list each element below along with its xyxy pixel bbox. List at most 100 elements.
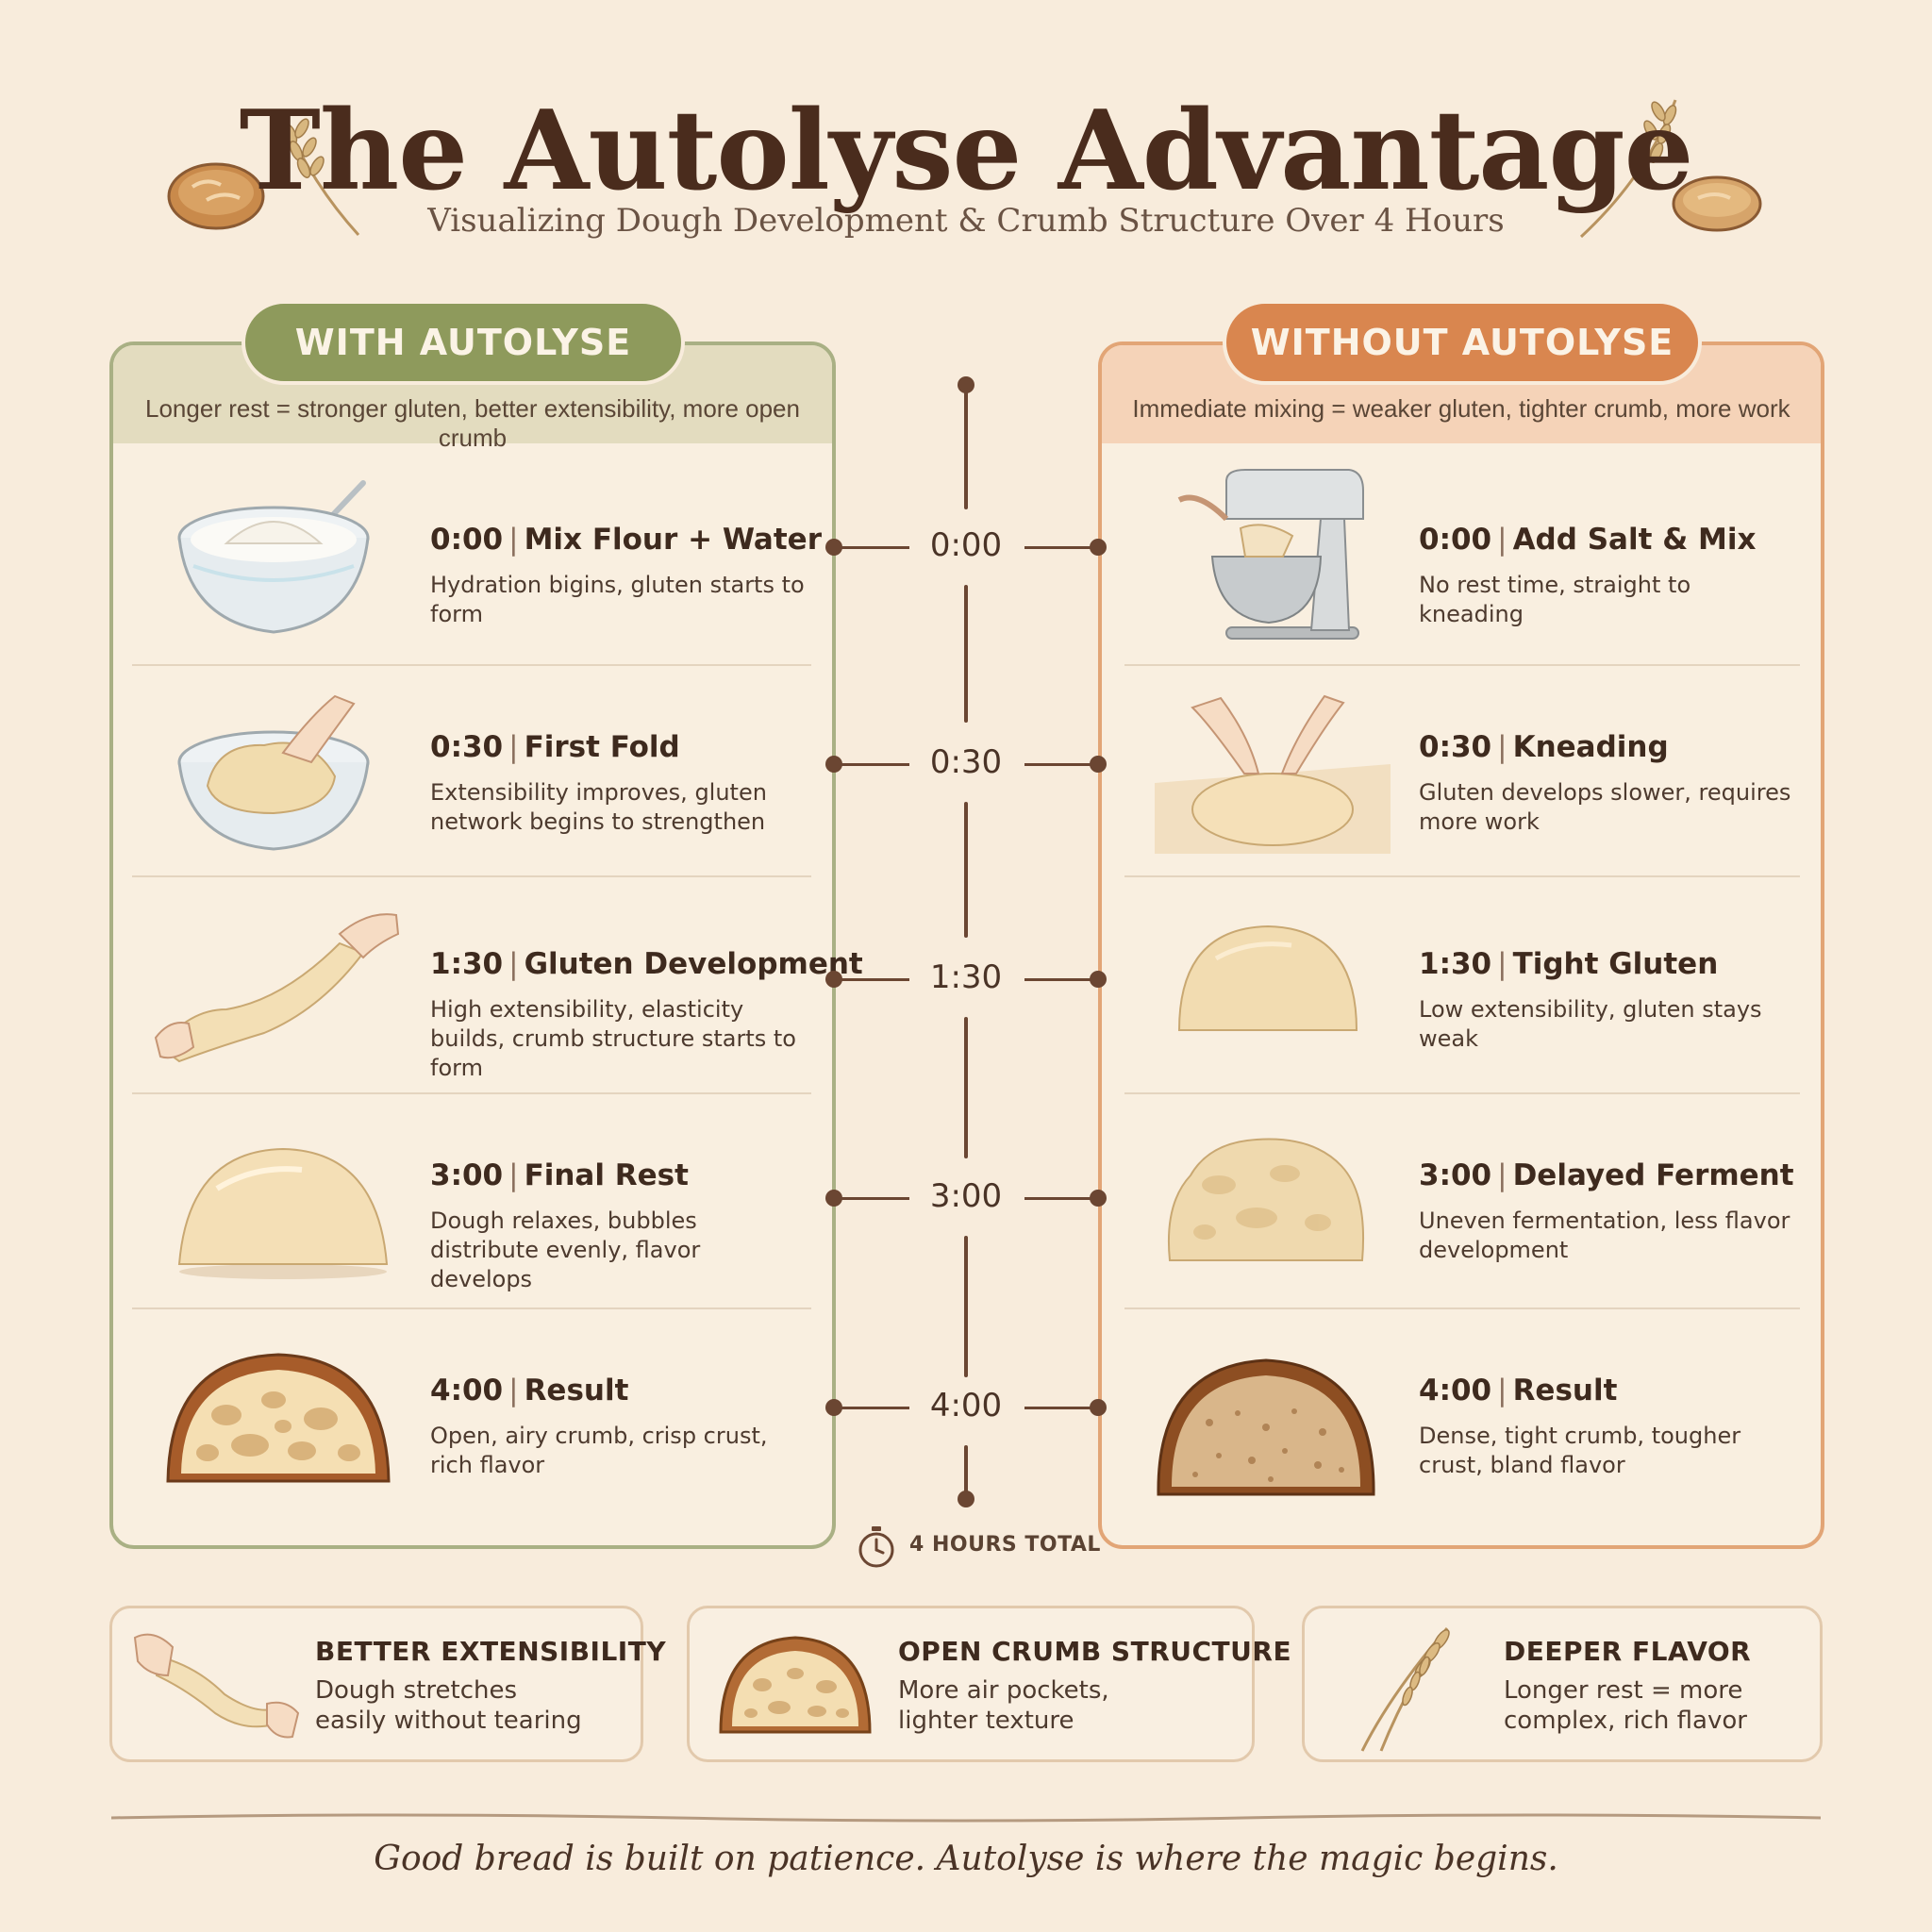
without-autolyse-tagline: Immediate mixing = weaker gluten, tighte…: [1132, 394, 1790, 423]
step-time: 0:30: [430, 730, 504, 764]
timeline-node-left: [825, 1190, 842, 1207]
wheat-icon: [1343, 1619, 1466, 1755]
dough-fold-icon: [170, 687, 377, 857]
row-divider: [132, 1307, 811, 1309]
without-step-desc: Gluten develops slower, requires more wo…: [1419, 779, 1791, 835]
row-divider: [1124, 875, 1800, 877]
timeline-node-left: [825, 539, 842, 556]
timeline-tick: 3:00: [929, 1177, 1003, 1215]
benefit-title: DEEPER FLAVOR: [1504, 1636, 1752, 1667]
without-step-desc: Dense, tight crumb, tougher crust, bland…: [1419, 1423, 1741, 1478]
timeline-segment: [964, 1236, 968, 1377]
with-step-desc: Hydration bigins, gluten starts to form: [430, 572, 805, 627]
benefit-title: OPEN CRUMB STRUCTURE: [898, 1636, 1292, 1667]
step-time: 0:00: [1419, 523, 1492, 557]
row-divider: [132, 875, 811, 877]
step-name: Result: [1512, 1374, 1618, 1407]
without-step-title: 1:30|Tight Gluten: [1419, 947, 1718, 981]
timeline-node-left: [825, 1399, 842, 1416]
benefit-desc: More air pockets, lighter texture: [898, 1676, 1109, 1735]
timeline-node-right: [1090, 971, 1107, 988]
with-step-title: 0:00|Mix Flour + Water: [430, 523, 822, 557]
step-time: 4:00: [1419, 1374, 1492, 1407]
page-subtitle: Visualizing Dough Development & Crumb St…: [427, 202, 1505, 240]
bread-loaf-icon: [1670, 168, 1764, 234]
lumpy-dough-icon: [1162, 1128, 1370, 1270]
step-separator: |: [1497, 1158, 1507, 1192]
step-name: Add Salt & Mix: [1512, 523, 1757, 557]
timeline-connector: [1024, 546, 1094, 549]
with-step-title: 0:30|First Fold: [430, 730, 680, 764]
step-separator: |: [508, 730, 519, 764]
with-step-title: 4:00|Result: [430, 1374, 628, 1407]
with-step-title: 1:30|Gluten Development: [430, 947, 863, 981]
with-step-desc: Open, airy crumb, crisp crust, rich flav…: [430, 1423, 768, 1478]
timeline-node-right: [1090, 1190, 1107, 1207]
step-name: Mix Flour + Water: [524, 523, 822, 557]
footer-quote: Good bread is built on patience. Autolys…: [374, 1840, 1558, 1878]
row-divider: [132, 664, 811, 666]
timeline-node-left: [825, 971, 842, 988]
step-name: Final Rest: [524, 1158, 689, 1192]
footer-divider: [111, 1808, 1821, 1827]
without-step-title: 0:00|Add Salt & Mix: [1419, 523, 1757, 557]
timeline-connector: [840, 1197, 909, 1200]
timeline-node-right: [1090, 756, 1107, 773]
benefit-title: BETTER EXTENSIBILITY: [315, 1636, 667, 1667]
with-autolyse-panel: Longer rest = stronger gluten, better ex…: [109, 341, 836, 1549]
with-step-desc: High extensibility, elasticity builds, c…: [430, 996, 796, 1081]
timeline-connector: [840, 1407, 909, 1409]
timeline-end-dot: [958, 376, 974, 393]
step-time: 3:00: [1419, 1158, 1492, 1192]
timeline-connector: [840, 546, 909, 549]
timeline-connector: [1024, 1407, 1094, 1409]
timeline-connector: [1024, 763, 1094, 766]
stopwatch-icon: [857, 1525, 896, 1569]
tight-dough-icon: [1174, 921, 1362, 1040]
total-time-label: 4 HOURS TOTAL: [909, 1533, 1101, 1557]
timeline-segment: [964, 387, 968, 509]
timeline-segment: [964, 1445, 968, 1498]
timeline-connector: [840, 978, 909, 981]
step-separator: |: [1497, 947, 1507, 981]
with-autolyse-label: WITH AUTOLYSE: [242, 300, 685, 385]
step-time: 1:30: [430, 947, 504, 981]
step-time: 1:30: [1419, 947, 1492, 981]
benefit-desc: Dough stretches easily without tearing: [315, 1676, 582, 1735]
timeline-connector: [840, 763, 909, 766]
without-autolyse-label: WITHOUT AUTOLYSE: [1223, 300, 1702, 385]
crumb-slice-icon: [715, 1628, 875, 1741]
step-time: 0:00: [430, 523, 504, 557]
bread-loaf-icon: [164, 151, 268, 232]
timeline-end-dot: [958, 1491, 974, 1507]
stand-mixer-icon: [1170, 462, 1377, 641]
stretch-hands-icon: [130, 1619, 300, 1747]
step-name: Delayed Ferment: [1512, 1158, 1794, 1192]
step-name: Result: [524, 1374, 629, 1407]
step-separator: |: [508, 523, 519, 557]
flour-bowl-icon: [170, 472, 377, 641]
page-title: The Autolyse Advantage: [239, 87, 1694, 215]
timeline-node-right: [1090, 539, 1107, 556]
with-step-desc: Dough relaxes, bubbles distribute evenly…: [430, 1208, 701, 1292]
step-separator: |: [1497, 523, 1507, 557]
benefit-card: [1302, 1606, 1823, 1762]
timeline-segment: [964, 1017, 968, 1158]
open-crumb-loaf-icon: [160, 1340, 396, 1500]
step-time: 3:00: [430, 1158, 504, 1192]
step-separator: |: [1497, 730, 1507, 764]
row-divider: [1124, 1307, 1800, 1309]
wheat-stalk-icon: [264, 108, 368, 240]
with-step-title: 3:00|Final Rest: [430, 1158, 689, 1192]
timeline-connector: [1024, 978, 1094, 981]
timeline-segment: [964, 802, 968, 938]
timeline-segment: [964, 585, 968, 723]
step-separator: |: [508, 1158, 519, 1192]
row-divider: [1124, 664, 1800, 666]
dough-ball-icon: [170, 1132, 396, 1283]
timeline-node-right: [1090, 1399, 1107, 1416]
timeline-tick: 0:00: [929, 526, 1003, 564]
with-autolyse-tagline: Longer rest = stronger gluten, better ex…: [145, 394, 800, 452]
row-divider: [132, 1092, 811, 1094]
without-step-desc: No rest time, straight to kneading: [1419, 572, 1691, 627]
